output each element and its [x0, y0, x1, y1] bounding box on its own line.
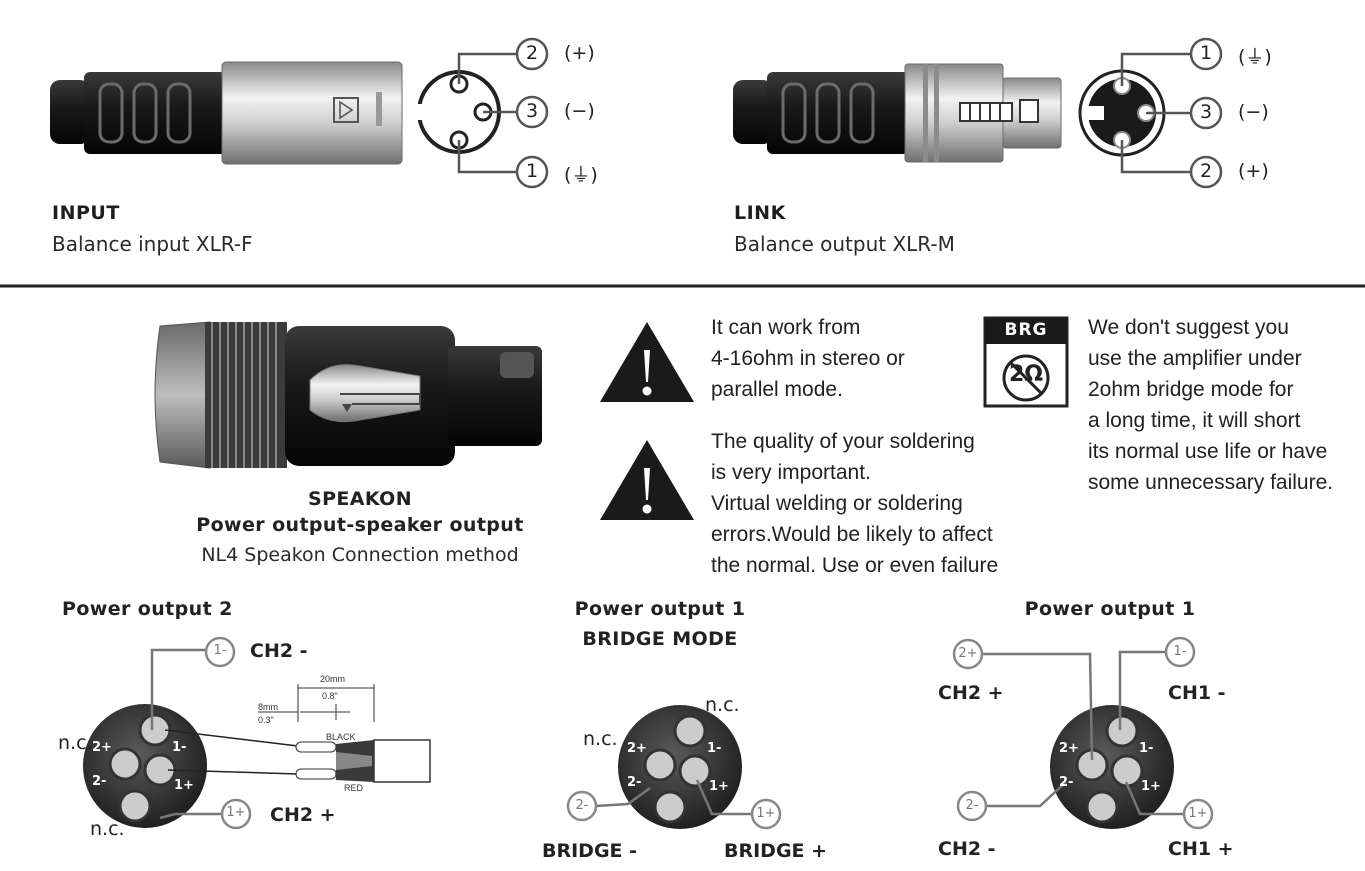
diagram-3-pin-1p: 1+: [1188, 806, 1208, 821]
xlr-female-connector-image: [50, 61, 403, 165]
diagram-2-title: Power output 1: [574, 598, 746, 620]
text-line: 4-16ohm in stereo or: [711, 347, 905, 370]
diagram-1-face-1p: 1+: [174, 778, 194, 793]
brg-badge-label: BRG: [1004, 320, 1048, 340]
xlr-male-pin-face: [1078, 37, 1223, 189]
text-line: some unnecessary failure.: [1088, 471, 1334, 494]
diagram-2-pin-2m: 2-: [575, 798, 589, 813]
wire-length-a: 20mm: [320, 674, 346, 684]
text-line: parallel mode.: [711, 378, 843, 401]
text-line: a long time, it will short: [1088, 409, 1301, 432]
speakon-face-diagram-1: [83, 636, 252, 830]
diagram-3-ch1-minus: CH1 -: [1168, 682, 1226, 704]
input-pin-3-number: 3: [525, 100, 539, 122]
diagram-1-title: Power output 2: [62, 598, 233, 620]
diagram-3-pin-2p: 2+: [958, 646, 978, 661]
diagram-1-nc-bottom: n.c.: [90, 818, 125, 840]
text-line: We don't suggest you: [1088, 316, 1289, 339]
input-pin-3-sign: (−): [564, 100, 595, 122]
brg-badge-icon: [983, 316, 1069, 408]
link-pin-2-sign: (+): [1238, 160, 1269, 182]
speakon-connector-image: [154, 321, 542, 469]
xlr-male-connector-image: [733, 63, 1062, 163]
input-title: INPUT: [52, 202, 120, 224]
warning-text-bridge: We don't suggest you use the amplifier u…: [1088, 312, 1333, 498]
wire-length-b-inch: 0.3": [258, 715, 274, 725]
text-line: use the amplifier under: [1088, 347, 1302, 370]
diagram-1-face-2m: 2-: [92, 774, 107, 789]
wire-length-b: 8mm: [258, 702, 278, 712]
link-pin-3-sign: (−): [1238, 101, 1269, 123]
speakon-face-diagram-3: [952, 636, 1214, 830]
diagram-3-ch1-plus: CH1 +: [1168, 838, 1234, 860]
diagram-3-pin-2m: 2-: [965, 798, 979, 813]
text-line: 2ohm bridge mode for: [1088, 378, 1294, 401]
diagram-2-subtitle: BRIDGE MODE: [582, 628, 738, 650]
wire-red-label: RED: [344, 783, 364, 793]
wire-diagram: [164, 684, 431, 783]
diagram-3-face-2m: 2-: [1059, 775, 1074, 790]
speakon-method: NL4 Speakon Connection method: [201, 544, 519, 566]
diagram-2-face-1m: 1-: [707, 741, 722, 756]
diagram-3-ch2-minus: CH2 -: [938, 838, 996, 860]
text-line: errors.Would be likely to affect: [711, 523, 993, 546]
warning-triangle-icon: [600, 440, 694, 520]
diagram-3-title: Power output 1: [1024, 598, 1196, 620]
diagram-2-bridge-plus: BRIDGE +: [724, 840, 828, 862]
warning-triangle-icon: [600, 322, 694, 402]
diagram-3-ch2-plus: CH2 +: [938, 682, 1004, 704]
xlr-female-pin-face: [414, 37, 549, 189]
text-line: its normal use life or have: [1088, 440, 1328, 463]
warning-text-impedance: It can work from 4-16ohm in stereo or pa…: [711, 312, 905, 405]
diagram-1-pin-1p: 1+: [226, 805, 246, 820]
diagram-2-pin-1p: 1+: [756, 806, 776, 821]
input-description: Balance input XLR-F: [52, 232, 253, 256]
text-line: It can work from: [711, 316, 861, 339]
brg-badge-symbol: 2Ω: [1008, 362, 1043, 387]
input-pin-2-sign: (+): [564, 42, 595, 64]
input-pin-1-number: 1: [525, 160, 539, 182]
link-pin-1-sign: (⏚): [1238, 46, 1272, 68]
speakon-title: SPEAKON: [307, 488, 413, 510]
input-pin-1-sign: (⏚): [564, 164, 598, 186]
diagram-2-face-1p: 1+: [709, 779, 729, 794]
link-pin-1-number: 1: [1199, 42, 1213, 64]
diagram-1-nc-top: n.c.: [58, 732, 93, 754]
wire-black-label: BLACK: [326, 732, 356, 742]
text-line: the normal. Use or even failure: [711, 554, 999, 577]
diagram-1-face-2p: 2+: [92, 740, 112, 755]
diagram-1-pin-1m: 1-: [213, 643, 227, 658]
warning-text-soldering: The quality of your soldering is very im…: [711, 426, 998, 581]
input-pin-2-number: 2: [525, 42, 539, 64]
link-pin-3-number: 3: [1199, 101, 1213, 123]
diagram-1-ch-plus: CH2 +: [270, 804, 336, 826]
diagram-2-nc-left: n.c.: [583, 728, 618, 750]
diagram-3-pin-1m: 1-: [1173, 644, 1187, 659]
diagram-2-face-2m: 2-: [627, 775, 642, 790]
diagram-3-face-2p: 2+: [1059, 741, 1079, 756]
diagram-2-bridge-minus: BRIDGE -: [542, 840, 638, 862]
speakon-face-diagram-2: [566, 705, 782, 830]
diagram-1-ch-minus: CH2 -: [250, 640, 308, 662]
diagram-3-face-1m: 1-: [1139, 741, 1154, 756]
link-pin-2-number: 2: [1199, 160, 1213, 182]
text-line: is very important.: [711, 461, 871, 484]
diagram-2-nc-right: n.c.: [705, 694, 740, 716]
diagram-3-face-1p: 1+: [1141, 779, 1161, 794]
text-line: The quality of your soldering: [711, 430, 975, 453]
diagram-1-face-1m: 1-: [172, 740, 187, 755]
speakon-subtitle: Power output-speaker output: [196, 514, 524, 536]
diagram-2-face-2p: 2+: [627, 741, 647, 756]
wire-length-a-inch: 0.8": [322, 691, 338, 701]
link-description: Balance output XLR-M: [734, 232, 955, 256]
link-title: LINK: [734, 202, 786, 224]
text-line: Virtual welding or soldering: [711, 492, 963, 515]
